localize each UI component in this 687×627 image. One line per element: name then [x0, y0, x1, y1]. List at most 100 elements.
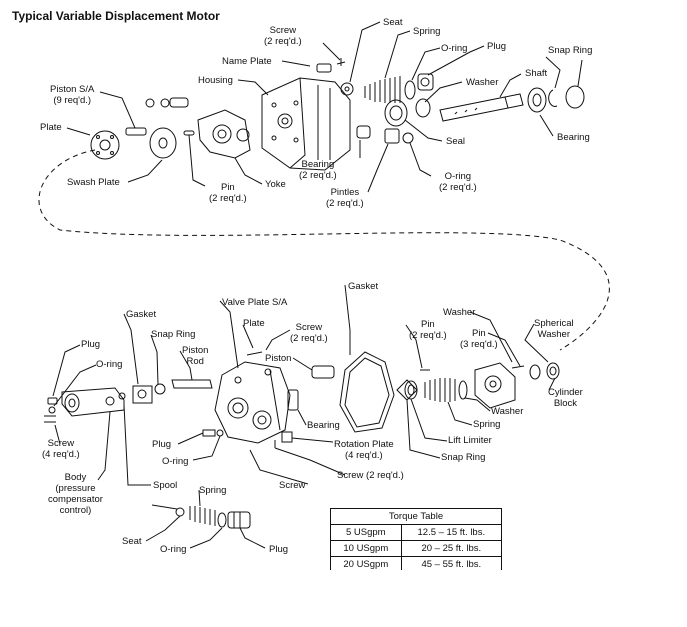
- label-washer-mid: Washer: [443, 307, 476, 318]
- label-screw-top: Screw (2 req'd.): [264, 25, 302, 47]
- label-snap-ring-mid: Snap Ring: [151, 329, 196, 340]
- label-screw-low: Screw (2 req'd.): [337, 470, 404, 481]
- label-shaft: Shaft: [525, 68, 548, 79]
- valve-plate-sa-part: [214, 361, 291, 444]
- oring-mid-part: [402, 132, 414, 144]
- gasket-left-part: [132, 385, 153, 404]
- torque-size: 20 USgpm: [330, 556, 402, 570]
- label-piston-mid: Piston: [265, 353, 292, 364]
- seat-bottom-part: [175, 507, 185, 517]
- label-spring-bottom: Spring: [199, 485, 227, 496]
- label-oring-top: O-ring: [441, 43, 468, 54]
- screw-top-part: [336, 58, 346, 66]
- piston-sa-part: [125, 97, 189, 136]
- label-bearing-top-right: Bearing: [557, 132, 590, 143]
- torque-size: 5 USgpm: [330, 524, 402, 541]
- bearing-top-part: [356, 125, 400, 144]
- oring-bottom-part: [217, 512, 227, 528]
- cylinder-block-part: [474, 362, 516, 409]
- label-pin-mid: Pin (2 req'd.): [409, 319, 447, 341]
- label-seat-bottom: Seat: [122, 536, 142, 547]
- diagram-title: Typical Variable Displacement Motor: [12, 9, 220, 23]
- oring-low-part: [216, 429, 224, 437]
- label-yoke: Yoke: [265, 179, 286, 190]
- label-seat-top: Seat: [383, 17, 403, 28]
- swash-plate-part: [149, 127, 177, 159]
- label-gasket-mid: Gasket: [348, 281, 379, 292]
- label-gasket-left: Gasket: [126, 309, 157, 320]
- bearing-low-part: [287, 389, 299, 411]
- washer-low-part: [458, 380, 468, 400]
- plate-top-part: [90, 130, 120, 160]
- name-plate-part: [316, 63, 332, 73]
- table-row: 5 USgpm 12.5 – 15 ft. lbs.: [330, 524, 503, 541]
- label-lift-limiter: Lift Limiter: [448, 435, 492, 446]
- snap-ring-mid-part: [154, 383, 166, 395]
- label-plug-bottom: Plug: [269, 544, 289, 555]
- label-oring-low: O-ring: [162, 456, 189, 467]
- label-rotation-plate: Rotation Plate (4 req'd.): [334, 439, 394, 461]
- plate-mid-part: [246, 351, 263, 356]
- pin-mid2-part: [511, 365, 525, 369]
- label-bearing-low: Bearing: [307, 420, 340, 431]
- pin-top-part: [183, 130, 195, 136]
- torque-table-container: Torque Table 5 USgpm 12.5 – 15 ft. lbs. …: [329, 507, 505, 570]
- piston-rod-part: [171, 379, 213, 389]
- oring-top-part: [404, 80, 416, 100]
- plug-top-part: [417, 73, 434, 91]
- label-plug-left: Plug: [81, 339, 101, 350]
- seat-top-part: [340, 82, 354, 96]
- label-plug-low: Plug: [152, 439, 172, 450]
- label-bearing-top: Bearing (2 req'd.): [299, 159, 337, 181]
- label-housing: Housing: [198, 75, 233, 86]
- label-screw-mid: Screw (2 req'd.): [290, 322, 328, 344]
- label-screw-bottom: Screw: [279, 480, 306, 491]
- rotation-plate-part: [281, 431, 293, 443]
- spring-low-part: [424, 378, 456, 402]
- label-oring-bottom: O-ring: [160, 544, 187, 555]
- oring-left2-part: [118, 392, 126, 400]
- label-name-plate: Name Plate: [222, 56, 272, 67]
- assembly-connector-dashed: [38, 149, 610, 351]
- label-oring-left: O-ring: [96, 359, 123, 370]
- spring-bottom-part: [189, 506, 216, 526]
- plug-left-part: [47, 397, 58, 405]
- label-spool: Spool: [153, 480, 178, 491]
- snap-ring-top-part: [548, 85, 585, 109]
- label-swash-plate: Swash Plate: [67, 177, 120, 188]
- leader-lines: [52, 21, 583, 549]
- torque-table: Torque Table 5 USgpm 12.5 – 15 ft. lbs. …: [330, 508, 503, 570]
- label-cylinder-block: Cylinder Block: [548, 387, 583, 409]
- label-plug-top: Plug: [487, 41, 507, 52]
- label-spring-low: Spring: [473, 419, 501, 430]
- torque-value: 20 – 25 ft. lbs.: [400, 540, 503, 557]
- washer-top-part: [415, 98, 431, 118]
- label-piston-rod: Piston Rod: [182, 345, 209, 367]
- label-plate-mid: Plate: [243, 318, 265, 329]
- yoke-part: [197, 109, 251, 159]
- torque-value: 45 – 55 ft. lbs.: [400, 556, 503, 570]
- table-row: 20 USgpm 45 – 55 ft. lbs.: [330, 556, 503, 570]
- screw-left-part: [44, 415, 56, 423]
- table-row: 10 USgpm 20 – 25 ft. lbs.: [330, 540, 503, 557]
- label-snap-ring-top: Snap Ring: [548, 45, 593, 56]
- spool-part: [151, 504, 178, 510]
- label-pintles: Pintles (2 req'd.): [326, 187, 364, 209]
- label-spring-top: Spring: [413, 26, 441, 37]
- label-washer-low: Washer: [491, 406, 524, 417]
- body-part: [61, 387, 125, 417]
- label-seal: Seal: [446, 136, 466, 147]
- torque-value: 12.5 – 15 ft. lbs.: [400, 524, 503, 541]
- shaft-part: [439, 93, 524, 122]
- label-pin-mid2: Pin (3 req'd.): [460, 328, 498, 350]
- oring-left-part: [48, 406, 56, 414]
- plug-bottom-part: [227, 511, 251, 529]
- label-snap-ring-low: Snap Ring: [441, 452, 486, 463]
- label-pin-top: Pin (2 req'd.): [209, 182, 247, 204]
- washer-mid-part: [529, 364, 541, 380]
- label-body: Body (pressure compensator control): [48, 472, 103, 516]
- torque-table-header: Torque Table: [330, 508, 502, 525]
- torque-size: 10 USgpm: [330, 540, 402, 557]
- label-plate-top: Plate: [40, 122, 62, 133]
